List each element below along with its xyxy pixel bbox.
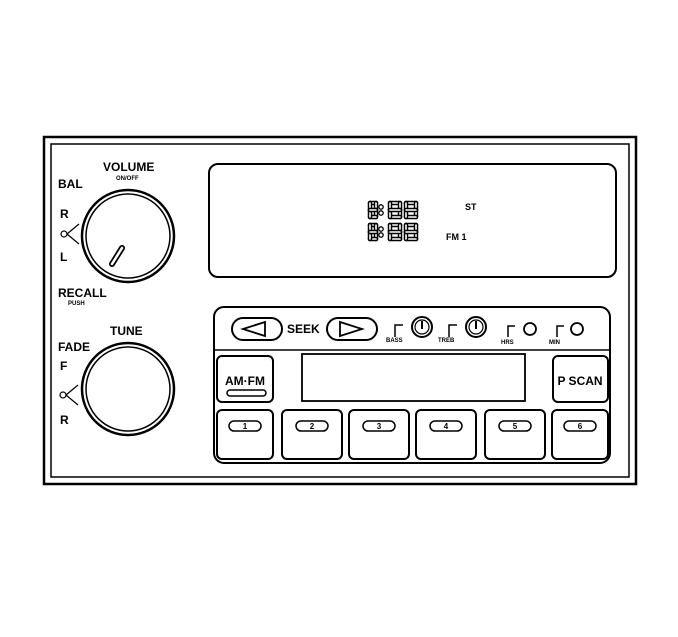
- hrs-label: HRS: [501, 340, 514, 346]
- stereo-indicator: ST: [465, 202, 477, 212]
- preset-label-6: 6: [578, 422, 583, 431]
- bal-label: BAL: [58, 177, 83, 191]
- preset-buttons: 1 2 3 4 5 6: [216, 409, 609, 460]
- tune-label: TUNE: [110, 324, 143, 338]
- am-fm-label: AM·FM: [225, 374, 265, 388]
- min-label: MIN: [549, 340, 560, 346]
- bal-l-label: L: [60, 250, 67, 264]
- treb-label: TREB: [438, 338, 455, 344]
- treble-knob[interactable]: [448, 316, 487, 338]
- preset-button-6[interactable]: 6: [551, 409, 609, 460]
- min-button[interactable]: [556, 322, 584, 337]
- p-scan-label: P SCAN: [557, 374, 602, 388]
- am-fm-button[interactable]: [216, 355, 274, 403]
- lcd-colon-dot: [378, 210, 384, 216]
- volume-knob[interactable]: [80, 188, 176, 284]
- preset-button-3[interactable]: 3: [348, 409, 410, 460]
- preset-button-1[interactable]: 1: [216, 409, 274, 460]
- segment-digits: [367, 200, 419, 242]
- slot-window: [301, 353, 526, 402]
- preset-label-2: 2: [310, 422, 315, 431]
- hrs-button[interactable]: [507, 322, 537, 337]
- preset-label-4: 4: [444, 422, 449, 431]
- triangle-left-icon: [240, 320, 266, 338]
- bass-knob[interactable]: [394, 316, 433, 338]
- volume-sub-label: ON/OFF: [116, 176, 139, 182]
- preset-button-5[interactable]: 5: [484, 409, 546, 460]
- lcd-colon-dot: [378, 226, 384, 232]
- band-indicator: FM 1: [446, 232, 467, 242]
- lcd-colon-dot: [378, 232, 384, 238]
- bal-r-label: R: [60, 207, 69, 221]
- seek-up-button[interactable]: [326, 317, 378, 341]
- recall-sub-label: PUSH: [68, 301, 85, 307]
- fade-r-label: R: [60, 413, 69, 427]
- fade-label: FADE: [58, 340, 90, 354]
- lcd-colon-dot: [378, 204, 384, 210]
- triangle-right-icon: [339, 320, 365, 338]
- p-scan-button[interactable]: [552, 355, 609, 403]
- preset-label-3: 3: [377, 422, 382, 431]
- bal-indicator: [60, 223, 80, 245]
- preset-label-1: 1: [243, 422, 248, 431]
- recall-label: RECALL: [58, 286, 107, 300]
- tune-knob[interactable]: [80, 341, 176, 437]
- faceplate-inner-frame: [50, 143, 630, 478]
- preset-label-5: 5: [513, 422, 518, 431]
- bass-label: BASS: [386, 338, 403, 344]
- volume-label: VOLUME: [103, 160, 154, 174]
- preset-button-2[interactable]: 2: [281, 409, 343, 460]
- lcd-display: ST FM 1: [208, 163, 617, 278]
- preset-button-4[interactable]: 4: [415, 409, 477, 460]
- seek-label: SEEK: [287, 322, 320, 336]
- fade-indicator: [59, 384, 79, 406]
- seek-down-button[interactable]: [231, 317, 283, 341]
- fade-f-label: F: [60, 359, 67, 373]
